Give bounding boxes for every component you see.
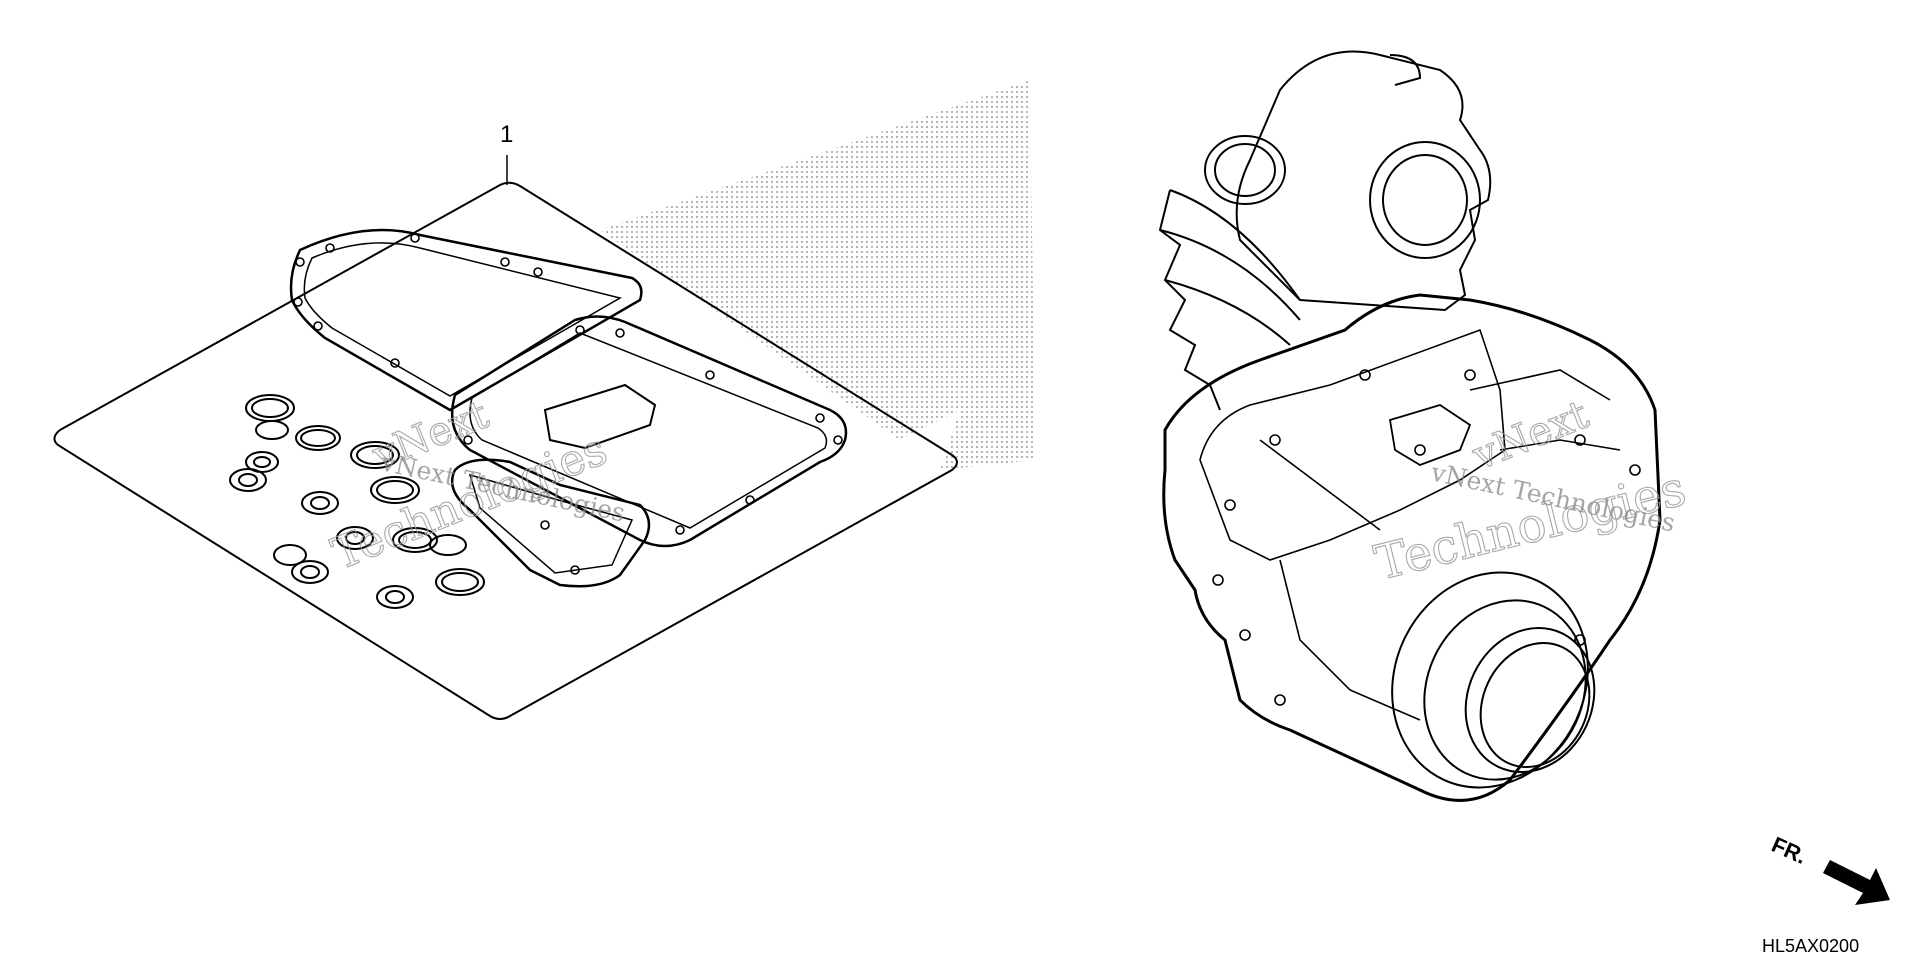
gasket-a[interactable] bbox=[289, 228, 643, 412]
callout-number[interactable]: 1 bbox=[500, 121, 513, 148]
gasket-small-plate[interactable] bbox=[543, 383, 657, 450]
cam-cap-right bbox=[1369, 141, 1481, 259]
watermark-right: vNext Technologies vNext Technologies bbox=[1369, 391, 1692, 592]
gasket-sheet bbox=[53, 181, 958, 720]
cam-cap-left bbox=[1204, 135, 1286, 205]
bolt-holes bbox=[293, 233, 843, 575]
diagram-code: HL5AX0200 bbox=[1762, 936, 1859, 956]
direction-label: FR. bbox=[1768, 832, 1811, 869]
engine-assembly bbox=[1158, 50, 1662, 802]
crankcase bbox=[1162, 293, 1662, 802]
watermark-left: vNext Technologies vNext Technologies bbox=[324, 391, 627, 581]
cylinder-head bbox=[1235, 50, 1492, 312]
gasket-c[interactable] bbox=[450, 458, 651, 588]
bearing-ring-inner bbox=[1464, 626, 1596, 774]
gasket-b[interactable] bbox=[450, 315, 848, 548]
halftone-leader bbox=[600, 80, 1035, 470]
svg-text:vNext: vNext bbox=[1466, 392, 1595, 480]
arrow-down-right-icon bbox=[1823, 860, 1890, 905]
o-rings[interactable] bbox=[229, 394, 485, 609]
engine-gasket-plate bbox=[1388, 404, 1472, 466]
direction-indicator: FR. bbox=[1768, 832, 1890, 905]
gasket-kit[interactable] bbox=[53, 155, 958, 720]
cylinder-fins bbox=[1158, 189, 1221, 411]
